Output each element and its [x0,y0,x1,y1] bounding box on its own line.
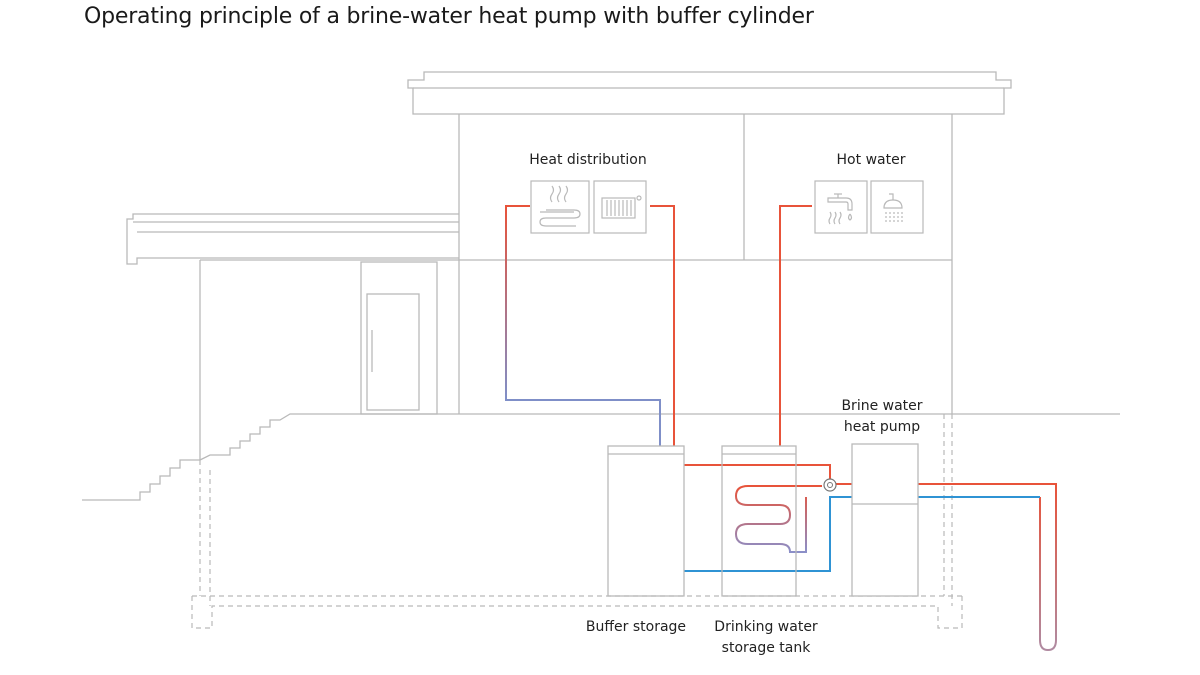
heating-supply-pipe [650,205,675,446]
drinking-water-tank [721,445,797,597]
hot-water-pipe [779,205,812,446]
diagram-title: Operating principle of a brine-water hea… [84,4,814,29]
shower-icon [870,180,924,234]
heat-pump-label-line1: Brine water [841,398,922,414]
buffer-storage-tank [607,445,685,597]
radiator-icon [593,180,647,234]
ground-probe-hot [918,483,1057,652]
heat-pump-unit [851,443,919,597]
buffer-storage-label: Buffer storage [586,619,686,635]
tap-icon [814,180,868,234]
heat-distribution-label: Heat distribution [529,152,646,168]
drinking-water-label-line2: storage tank [722,640,812,656]
underfloor-heating-icon [530,180,590,234]
coil-pipe [734,485,822,553]
hot-water-label: Hot water [837,152,906,168]
drinking-water-label-line1: Drinking water [714,619,818,635]
heat-pump-label-line2: heat pump [844,419,920,435]
buffer-cold-pipe [684,496,852,572]
pipes [505,205,1057,652]
heating-return-pipe [505,205,661,446]
house-outline [82,71,1120,501]
valve-icon [823,478,837,492]
basement-outline [191,414,963,629]
